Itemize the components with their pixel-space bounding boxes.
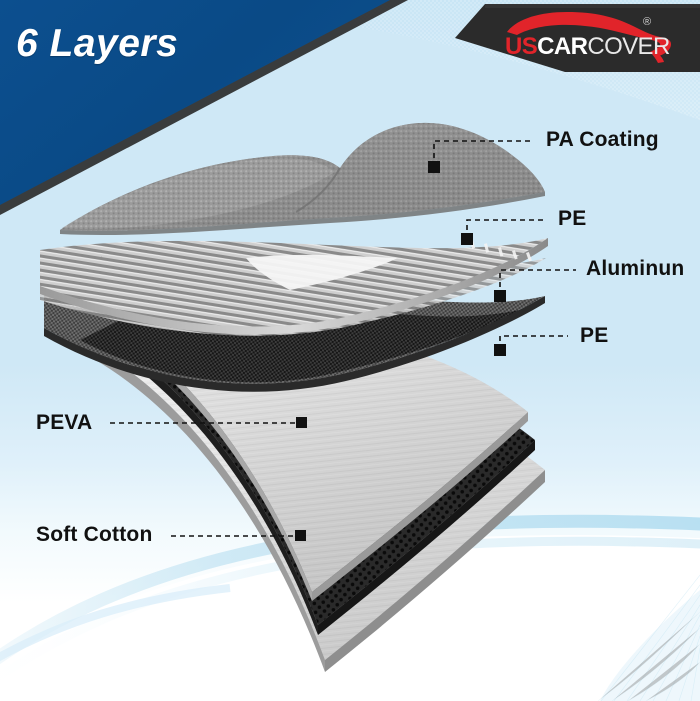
- banner-shape: [0, 0, 408, 215]
- swoosh-arc-3: [0, 584, 231, 662]
- callout-label-pa-coating: PA Coating: [546, 128, 659, 151]
- logo-car-text: CAR: [537, 33, 588, 60]
- callout-label-aluminun: Aluminun: [586, 257, 685, 280]
- logo-cover-text: COVER: [587, 33, 670, 60]
- car-silhouette-icon: [507, 12, 671, 63]
- layer-pe-top: [40, 238, 548, 336]
- banner: 6 Layers: [0, 0, 480, 215]
- callout-label-pe-top: PE: [558, 207, 587, 230]
- swoosh-arc-2: [0, 536, 700, 682]
- layer-pa-coating: [60, 122, 545, 235]
- logo-wordmark: USCARCOVER: [505, 35, 670, 59]
- callout-label-pe-bottom: PE: [580, 324, 609, 347]
- halftone-fan: [597, 574, 700, 701]
- logo-badge-shape: [455, 4, 700, 72]
- callout-label-soft-cotton: Soft Cotton: [36, 523, 153, 546]
- callout-label-peva: PEVA: [36, 411, 93, 434]
- banner-title: 6 Layers: [16, 22, 179, 65]
- logo-us-text: US: [505, 33, 538, 60]
- brand-logo[interactable]: USCARCOVER ®: [455, 4, 700, 72]
- registered-trademark-icon: ®: [643, 16, 652, 28]
